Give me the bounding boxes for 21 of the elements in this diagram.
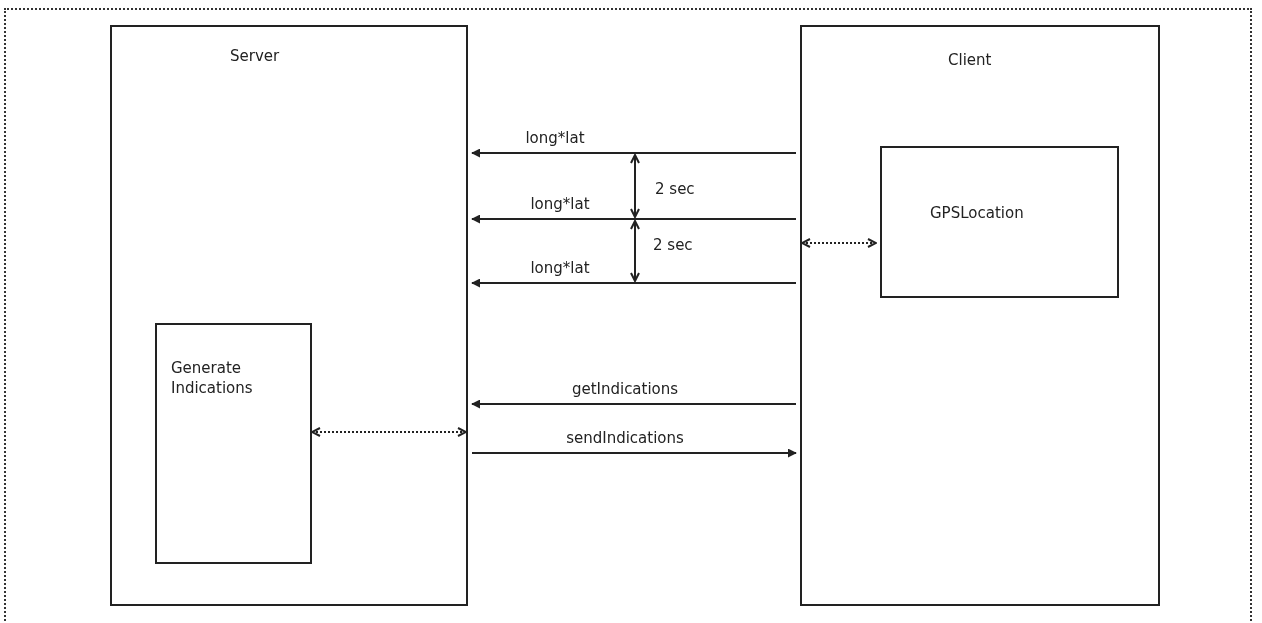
- component-box: [880, 146, 1119, 298]
- edge-label: getIndications: [569, 380, 681, 398]
- edge-label: long*lat: [523, 129, 587, 147]
- arrow: [471, 148, 797, 158]
- box-title: Generate Indications: [171, 359, 254, 398]
- dotted-double-arrow: [311, 427, 467, 437]
- arrow: [471, 399, 797, 409]
- dimension-label: 2 sec: [653, 236, 693, 254]
- arrow: [471, 448, 797, 458]
- server-box: [110, 25, 468, 606]
- client-box: [800, 25, 1160, 606]
- arrow: [471, 214, 797, 224]
- component-box: [155, 323, 312, 564]
- box-title: GPSLocation: [930, 204, 1024, 224]
- box-title: Client: [948, 51, 992, 71]
- dimension-label: 2 sec: [655, 180, 695, 198]
- edge-label: long*lat: [528, 195, 592, 213]
- box-title: Server: [230, 47, 280, 67]
- arrow: [471, 278, 797, 288]
- edge-label: long*lat: [528, 259, 592, 277]
- dotted-double-arrow: [801, 238, 877, 248]
